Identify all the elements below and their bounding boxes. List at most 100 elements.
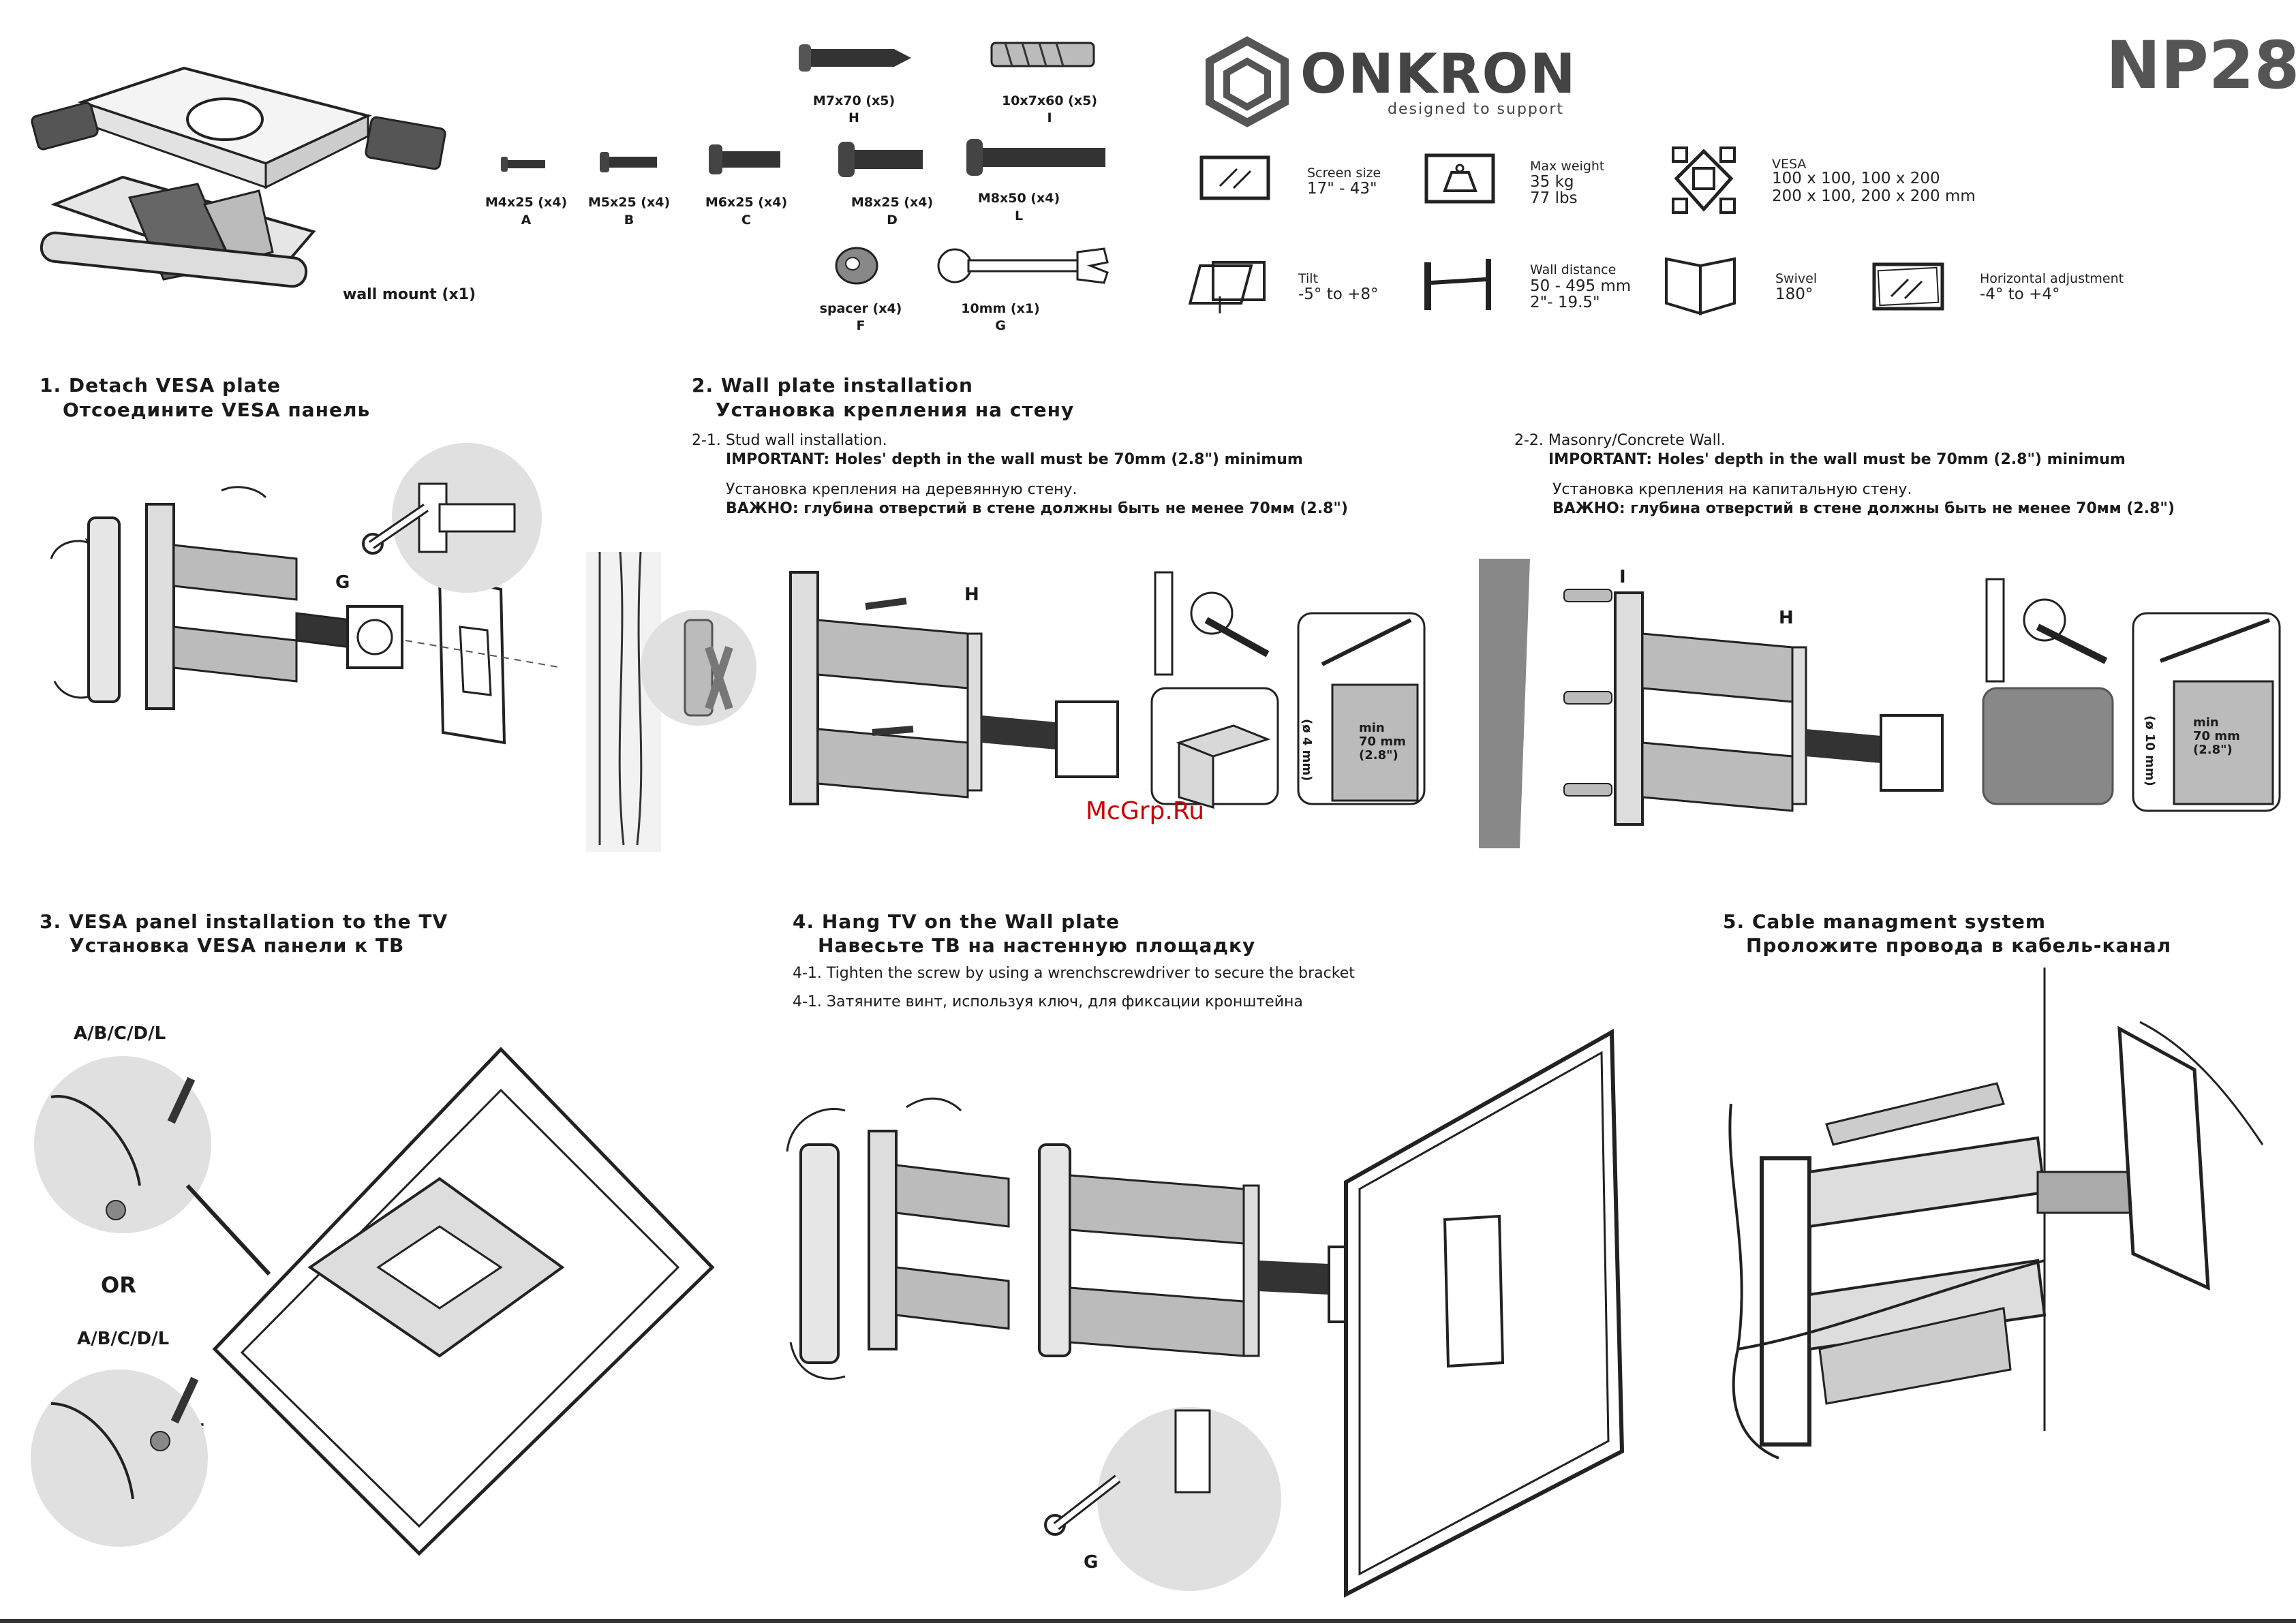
spec-weight-value-kg: 35 kg	[1530, 173, 1574, 191]
step4-tool-label: G	[1084, 1552, 1099, 1573]
step4-title: 4. Hang TV on the Wall plate	[793, 910, 1120, 933]
wrench-g-icon	[937, 247, 1109, 284]
spec-screen-label: Screen size	[1307, 166, 1381, 181]
part-a-size: M4x25 (x4)	[485, 195, 568, 210]
step3-bolts-label-2: A/B/C/D/L	[77, 1329, 170, 1349]
part-l-size: M8x50 (x4)	[977, 191, 1060, 206]
spec-swivel-value: 180°	[1775, 285, 1813, 303]
step2-title: 2. Wall plate installation	[692, 374, 973, 397]
step1-illustration	[50, 443, 563, 745]
screw-d-icon	[838, 142, 923, 177]
spec-swivel-label: Swivel	[1775, 271, 1818, 286]
step5-illustration	[1728, 968, 2264, 1459]
step2-title-ru: Установка крепления на стену	[716, 399, 1075, 421]
horizontal-adjustment-icon	[1872, 262, 1944, 311]
step2-2-important: IMPORTANT: Holes' depth in the wall must…	[1548, 451, 2126, 468]
step2-2-drill-label: (ø 10 mm)	[2143, 715, 2157, 786]
spec-weight-label: Max weight	[1530, 159, 1605, 174]
brand-name: ONKRON	[1300, 42, 1577, 106]
wall-mount-illustration	[31, 66, 446, 288]
step3-title-ru: Установка VESA панели к ТВ	[70, 934, 405, 957]
step3-or-label: OR	[101, 1272, 136, 1298]
step4-title-ru: Навесьте ТВ на настенную площадку	[818, 934, 1256, 957]
step3-bolts-label-1: A/B/C/D/L	[74, 1023, 166, 1044]
screen-size-icon	[1199, 155, 1270, 200]
step2-1-screw-label: H	[964, 585, 979, 605]
step1-title-ru: Отсоедините VESA панель	[63, 399, 371, 421]
step2-2-illustration	[1479, 559, 2281, 848]
step2-1-drill-label: (ø 4 mm)	[1300, 719, 1314, 782]
part-g-letter: G	[995, 318, 1006, 333]
part-i-letter: I	[1047, 110, 1052, 125]
step2-2-important-ru: ВАЖНО: глубина отверстий в стене должны …	[1552, 500, 2175, 517]
step2-1-title: 2-1. Stud wall installation.	[692, 432, 887, 449]
part-i-size: 10x7x60 (x5)	[1001, 93, 1098, 108]
step2-2-depth-in: (2.8")	[2193, 743, 2233, 757]
step2-1-important-ru: ВАЖНО: глубина отверстий в стене должны …	[726, 500, 1348, 517]
tilt-icon	[1188, 261, 1266, 313]
spec-vesa-label: VESA	[1772, 157, 1807, 172]
spec-vesa-value-2: 200 x 100, 200 x 200 mm	[1772, 187, 1976, 205]
swivel-icon	[1665, 257, 1736, 315]
step4-note: 4-1. Tighten the screw by using a wrench…	[793, 965, 1355, 982]
vesa-icon	[1672, 146, 1736, 214]
model-number: NP28	[2106, 27, 2296, 104]
spec-weight-value-lbs: 77 lbs	[1530, 189, 1578, 207]
anchor-i-icon	[990, 42, 1095, 67]
part-h-letter: H	[848, 110, 859, 125]
step3-illustration	[31, 1047, 715, 1556]
part-f-size: spacer (x4)	[819, 301, 902, 316]
spec-distance-value-in: 2"- 19.5"	[1530, 294, 1600, 311]
step5-title: 5. Cable managment system	[1723, 910, 2046, 933]
part-a-letter: A	[521, 213, 532, 228]
spacer-f-icon	[835, 247, 878, 285]
spec-tilt-label: Tilt	[1298, 271, 1319, 286]
max-weight-icon	[1424, 153, 1495, 204]
step5-title-ru: Проложите провода в кабель-канал	[1746, 934, 2172, 957]
step2-2-anchor-label: I	[1619, 567, 1626, 587]
step2-2-title: 2-2. Masonry/Concrete Wall.	[1514, 432, 1726, 449]
wall-mount-label: wall mount (x1)	[343, 286, 476, 303]
step2-1-depth-mm: 70 mm	[1359, 735, 1406, 749]
step2-1-depth-min: min	[1359, 721, 1385, 735]
step2-2-depth-mm: 70 mm	[2193, 729, 2240, 743]
spec-tilt-value: -5° to +8°	[1298, 285, 1379, 303]
step4-note-ru: 4-1. Затяните винт, используя ключ, для …	[793, 993, 1303, 1010]
step1-title: 1. Detach VESA plate	[40, 374, 281, 397]
part-c-letter: C	[741, 213, 751, 228]
part-l-letter: L	[1014, 208, 1024, 223]
step2-2-depth-min: min	[2193, 715, 2219, 730]
spec-screen-value: 17" - 43"	[1307, 180, 1377, 198]
spec-horizontal-label: Horizontal adjustment	[1980, 271, 2124, 286]
part-h-size: M7x70 (x5)	[812, 93, 896, 108]
part-d-size: M8x25 (x4)	[851, 195, 934, 210]
onkron-logo-icon	[1206, 36, 1289, 127]
step3-title: 3. VESA panel installation to the TV	[40, 910, 448, 933]
part-b-size: M5x25 (x4)	[587, 195, 671, 210]
screw-c-icon	[709, 144, 780, 174]
watermark: McGrp.Ru	[1086, 797, 1205, 825]
part-f-letter: F	[856, 318, 866, 333]
part-c-size: M6x25 (x4)	[705, 195, 788, 210]
screw-b-icon	[600, 152, 657, 172]
step2-2-screw-label: H	[1779, 608, 1794, 628]
part-d-letter: D	[887, 213, 898, 228]
screw-l-icon	[966, 139, 1105, 176]
spec-distance-label: Wall distance	[1530, 262, 1617, 277]
screw-h-icon	[799, 44, 911, 72]
step4-illustration	[786, 1028, 1625, 1598]
wall-distance-icon	[1424, 259, 1491, 310]
screw-a-icon	[501, 157, 545, 172]
step2-1-title-ru: Установка крепления на деревянную стену.	[726, 481, 1077, 498]
step2-1-illustration	[586, 551, 1494, 852]
step2-1-important: IMPORTANT: Holes' depth in the wall must…	[726, 451, 1303, 468]
spec-vesa-value-1: 100 x 100, 100 x 200	[1772, 170, 1940, 187]
spec-distance-value-mm: 50 - 495 mm	[1530, 277, 1632, 295]
page-bottom-rule	[0, 1619, 2296, 1623]
brand-tagline: designed to support	[1388, 101, 1565, 118]
step2-1-depth-in: (2.8")	[1359, 748, 1398, 762]
step2-2-title-ru: Установка крепления на капитальную стену…	[1552, 481, 1912, 498]
part-b-letter: B	[624, 213, 634, 228]
spec-horizontal-value: -4° to +4°	[1980, 285, 2060, 303]
part-g-size: 10mm (x1)	[961, 301, 1040, 316]
